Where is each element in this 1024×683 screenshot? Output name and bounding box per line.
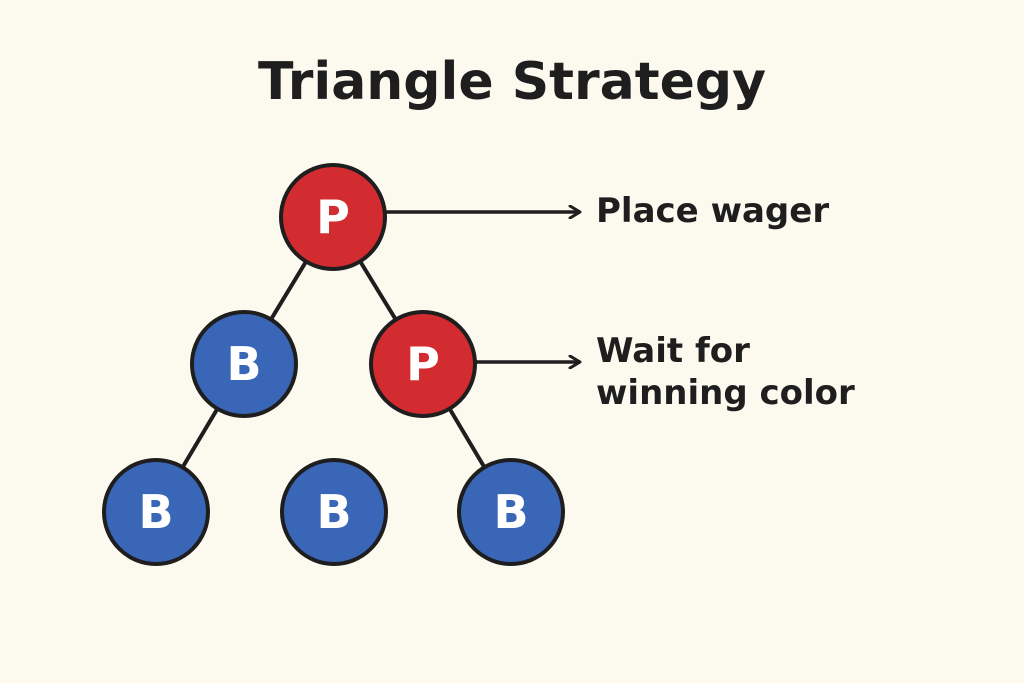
tree-node-bottom-center: B (280, 458, 388, 566)
page-title: Triangle Strategy (257, 52, 767, 112)
annotation-line: winning color (596, 373, 855, 413)
annotation-wait-for-winning-color: Wait for winning color (596, 330, 855, 414)
node-letter: B (226, 337, 261, 391)
tree-node-mid-right: P (369, 310, 477, 418)
tree-nodes: P B P B B B (102, 163, 565, 566)
node-circle (457, 458, 565, 566)
node-letter: B (138, 485, 173, 539)
annotation-line: Wait for (596, 331, 750, 371)
tree-node-mid-left: B (190, 310, 298, 418)
tree-node-bottom-right: B (457, 458, 565, 566)
annotation-place-wager: Place wager (596, 190, 829, 232)
node-circle (102, 458, 210, 566)
annotation-arrows (385, 212, 580, 362)
node-circle (369, 310, 477, 418)
annotation-line: Place wager (596, 191, 830, 231)
node-letter: B (493, 485, 528, 539)
node-circle (190, 310, 298, 418)
tree-node-root: P (279, 163, 387, 271)
node-letter: B (316, 485, 351, 539)
node-circle (279, 163, 387, 271)
node-circle (280, 458, 388, 566)
node-letter: P (406, 337, 440, 391)
node-letter: P (316, 190, 350, 244)
tree-node-bottom-left: B (102, 458, 210, 566)
